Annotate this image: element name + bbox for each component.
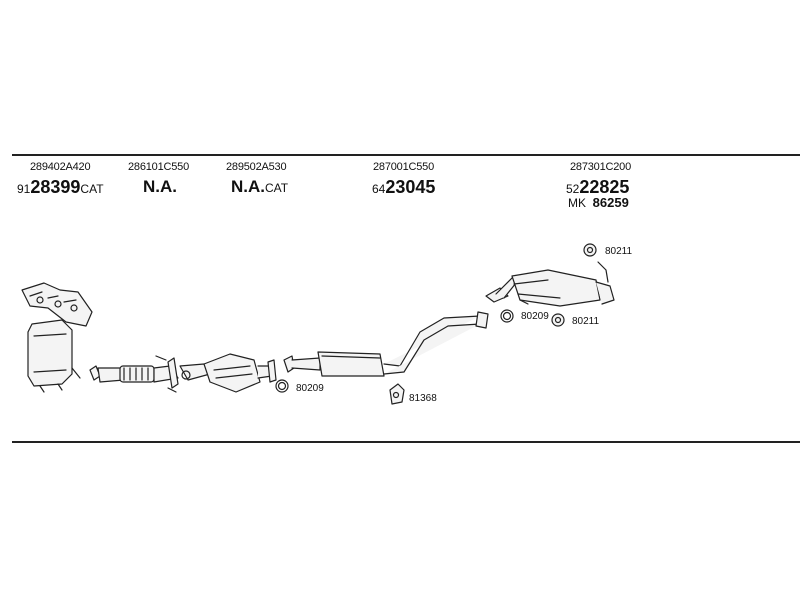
ref-main-3: N.A. xyxy=(231,177,265,196)
manifold-catalytic-converter xyxy=(21,282,93,393)
catalytic-converter xyxy=(179,353,277,393)
front-pipe-flex xyxy=(89,355,179,393)
gasket-80211-top xyxy=(583,243,597,257)
oe-number-2: 286101C550 xyxy=(128,161,190,173)
accessory-label-3: 80211 xyxy=(572,316,600,327)
ref-suffix-3: CAT xyxy=(265,181,289,195)
ref-number-5: 5222825 xyxy=(566,178,629,196)
hanger-80211-rear xyxy=(551,313,565,327)
ref-prefix-1: 91 xyxy=(17,182,31,196)
accessory-label-4: 80209 xyxy=(296,383,324,394)
oe-number-1: 289402A420 xyxy=(30,161,91,173)
center-muffler xyxy=(283,311,489,377)
accessory-label-1: 80211 xyxy=(605,246,633,257)
oe-number-4: 287001C550 xyxy=(373,161,435,173)
ref-main-1: 28399 xyxy=(30,177,81,197)
alt-ref-number-5: MK 86259 xyxy=(568,196,629,209)
oe-number-3: 289502A530 xyxy=(226,161,287,173)
ref-main-4: 23045 xyxy=(385,177,436,197)
ref-main-5: 22825 xyxy=(579,177,630,197)
ref-number-4: 6423045 xyxy=(372,178,435,196)
ref-prefix-4: 64 xyxy=(372,182,386,196)
alt-main-5: 86259 xyxy=(592,195,629,210)
oe-number-5: 287301C200 xyxy=(570,161,632,173)
hanger-81368 xyxy=(389,383,405,405)
ref-number-2: N.A. xyxy=(143,177,177,196)
alt-prefix-5: MK xyxy=(568,196,586,210)
rear-muffler xyxy=(485,261,615,307)
gasket-80209-rear xyxy=(500,309,514,323)
ref-number-3: N.A.CAT xyxy=(231,178,288,195)
ref-number-1: 9128399CAT xyxy=(17,178,104,196)
ref-suffix-1: CAT xyxy=(80,182,104,196)
top-divider xyxy=(12,154,800,156)
ref-prefix-5: 52 xyxy=(566,182,580,196)
gasket-80209-front xyxy=(275,379,289,393)
accessory-label-5: 81368 xyxy=(409,393,437,404)
accessory-label-2: 80209 xyxy=(521,311,549,322)
bottom-divider xyxy=(12,441,800,443)
